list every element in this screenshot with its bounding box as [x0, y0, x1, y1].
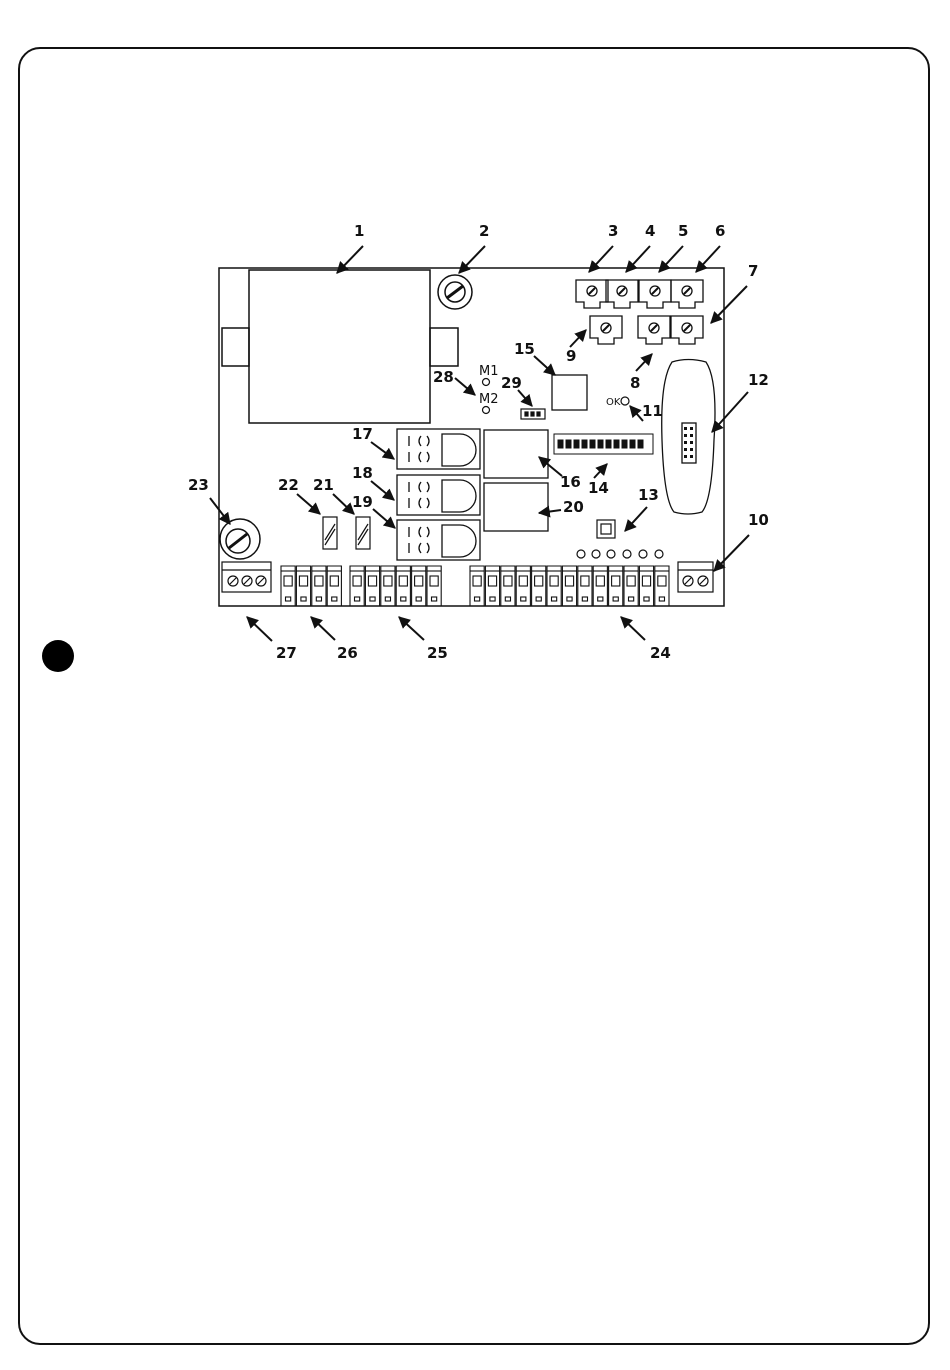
trimmer-3: [576, 280, 608, 308]
callout-4: 4: [645, 222, 655, 240]
component-19: [397, 520, 480, 560]
spring-terminal: [532, 566, 546, 606]
callout-2: 2: [479, 222, 489, 240]
terminal-group-24: [470, 566, 669, 606]
spring-terminal: [365, 566, 379, 606]
spring-terminal: [312, 566, 326, 606]
trimmer-9: [590, 316, 622, 344]
spring-terminal: [427, 566, 441, 606]
callout-16: 16: [560, 473, 581, 491]
spring-terminal: [381, 566, 395, 606]
spring-terminal: [296, 566, 310, 606]
callout-10: 10: [748, 511, 769, 529]
led-label-m1: M1: [479, 364, 499, 379]
callout-7: 7: [748, 262, 758, 280]
component-18: [397, 475, 480, 515]
spring-terminal: [578, 566, 592, 606]
callout-13: 13: [638, 486, 659, 504]
programming-button: [597, 520, 615, 538]
radio-receiver-module: [662, 360, 715, 515]
callout-21: 21: [313, 476, 334, 494]
callout-3: 3: [608, 222, 618, 240]
callout-28: 28: [433, 368, 454, 386]
callout-25: 25: [427, 644, 448, 662]
callout-26: 26: [337, 644, 358, 662]
trimmers-second-row: [590, 316, 703, 344]
spring-terminal: [516, 566, 530, 606]
callout-5: 5: [678, 222, 688, 240]
ok-led: [621, 397, 629, 405]
callout-27: 27: [276, 644, 297, 662]
spring-terminal: [624, 566, 638, 606]
callout-22: 22: [278, 476, 299, 494]
trimmer-8: [638, 316, 670, 344]
board-outline: [219, 268, 724, 606]
terminal-block-27: [222, 562, 271, 592]
spring-terminal: [412, 566, 426, 606]
terminal-group-26: [281, 566, 341, 606]
spring-terminal: [639, 566, 653, 606]
spring-terminal: [562, 566, 576, 606]
callout-19: 19: [352, 493, 373, 511]
component-17: [397, 429, 480, 469]
trimmers-top-row: [576, 280, 703, 308]
transformer: [222, 270, 458, 423]
microcontroller-chip: [552, 375, 587, 410]
spring-terminal: [350, 566, 364, 606]
spring-terminals: [281, 566, 669, 606]
callout-9: 9: [566, 347, 576, 365]
spring-terminal: [470, 566, 484, 606]
callout-17: 17: [352, 425, 373, 443]
led-label-m2: M2: [479, 392, 499, 407]
trimmer-6: [671, 280, 703, 308]
callout-15: 15: [514, 340, 535, 358]
input-status-leds: [577, 550, 663, 558]
fuse-holder-bottom: [220, 519, 260, 559]
callout-8: 8: [630, 374, 640, 392]
callout-20: 20: [563, 498, 584, 516]
ok-led-label: OK: [606, 397, 621, 408]
callout-6: 6: [715, 222, 725, 240]
callout-23: 23: [188, 476, 209, 494]
trimmer-4: [606, 280, 638, 308]
spring-terminal: [609, 566, 623, 606]
spring-terminal: [327, 566, 341, 606]
callout-14: 14: [588, 479, 609, 497]
spring-terminal: [547, 566, 561, 606]
terminal-group-25: [350, 566, 441, 606]
spring-terminal: [501, 566, 515, 606]
callout-1: 1: [354, 222, 364, 240]
power-components: [397, 429, 480, 560]
terminal-block-10: [678, 562, 713, 592]
small-fuses: [323, 517, 370, 549]
dip-switch: [554, 434, 653, 454]
spring-terminal: [485, 566, 499, 606]
relay-20: [484, 483, 548, 531]
callout-11: 11: [642, 402, 663, 420]
fuse-holder-top: [438, 275, 472, 309]
spring-terminal: [593, 566, 607, 606]
spring-terminal: [281, 566, 295, 606]
spring-terminal: [396, 566, 410, 606]
callout-29: 29: [501, 374, 522, 392]
trimmer-5: [639, 280, 671, 308]
spring-terminal: [655, 566, 669, 606]
jumper-connector: [521, 409, 545, 419]
relay-16: [484, 430, 548, 478]
callout-12: 12: [748, 371, 769, 389]
callout-24: 24: [650, 644, 671, 662]
callout-18: 18: [352, 464, 373, 482]
trimmer-7: [671, 316, 703, 344]
fuse-21: [356, 517, 370, 549]
fuse-22: [323, 517, 337, 549]
